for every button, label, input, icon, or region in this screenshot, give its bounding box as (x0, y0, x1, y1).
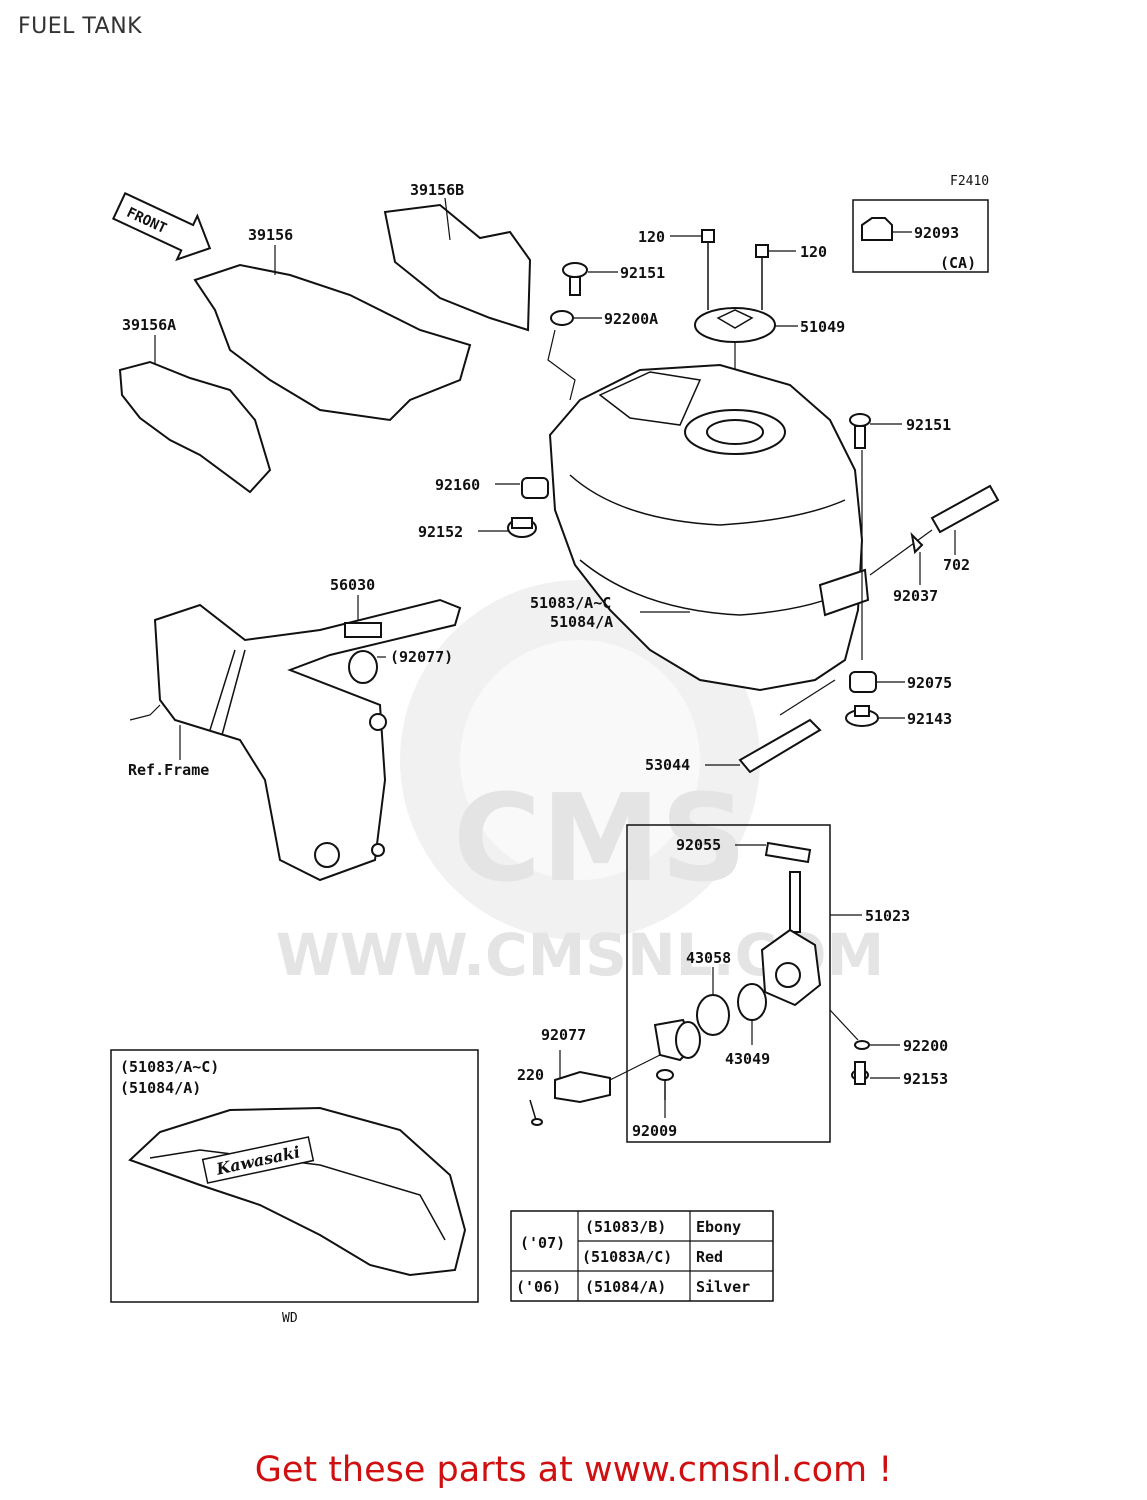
rubber-92075 (849, 671, 905, 693)
table-year-06: ('06) (516, 1278, 561, 1296)
gasket-92055 (735, 841, 812, 864)
label-702: 702 (943, 556, 970, 574)
figure-code: F2410 (950, 174, 989, 189)
label-51023: 51023 (865, 907, 910, 925)
label-39156A: 39156A (122, 316, 176, 334)
inset-caption: WD (282, 1311, 298, 1326)
inset-line-2: (51084/A) (120, 1079, 201, 1097)
watermark: CMS WWW.CMSNL.COM (276, 580, 884, 989)
tank-decal-inset: (51083/A~C) (51084/A) Kawasaki (110, 1049, 479, 1303)
tank-pad-39156 (193, 245, 472, 422)
label-39156: 39156 (248, 226, 293, 244)
fuel-tank-51083 (548, 363, 870, 692)
promo-link[interactable]: Get these parts at www.cmsnl.com ! (254, 1450, 893, 1490)
label-92055: 92055 (676, 836, 721, 854)
label-92009: 92009 (632, 1122, 677, 1140)
label-92143: 92143 (907, 710, 952, 728)
bolt-120-left (670, 229, 715, 310)
label-92153: 92153 (903, 1070, 948, 1088)
label-92037: 92037 (893, 587, 938, 605)
strap-53044 (705, 679, 836, 774)
clamp-92037 (910, 532, 924, 585)
label-120-right: 120 (800, 243, 827, 261)
label-220: 220 (517, 1066, 544, 1084)
frame-ref (129, 598, 462, 882)
bolt-92151-right (849, 413, 902, 660)
label-92093: 92093 (914, 224, 959, 242)
label-92152: 92152 (418, 523, 463, 541)
label-43049: 43049 (725, 1050, 770, 1068)
fuel-cock-box (626, 824, 862, 1143)
label-39156B: 39156B (410, 181, 464, 199)
bolt-92153 (851, 1061, 900, 1085)
table-year-07: ('07) (520, 1234, 565, 1252)
label-ref-frame: Ref.Frame (128, 761, 209, 779)
color-table: ('07) (51083/B) Ebony (51083A/C) Red ('0… (510, 1210, 774, 1302)
gasket-43049 (737, 983, 767, 1045)
label-92200: 92200 (903, 1037, 948, 1055)
label-92151-right: 92151 (906, 416, 951, 434)
table-part-51083B: (51083/B) (585, 1218, 666, 1236)
bolt-120-right (755, 244, 796, 310)
label-92151-upper: 92151 (620, 264, 665, 282)
label-51049: 51049 (800, 318, 845, 336)
label-92160: 92160 (435, 476, 480, 494)
label-53044: 53044 (645, 756, 690, 774)
collar-92143 (845, 705, 905, 727)
label-92075: 92075 (907, 674, 952, 692)
label-43058: 43058 (686, 949, 731, 967)
knee-pad-39156B (383, 197, 532, 332)
table-color-ebony: Ebony (696, 1218, 741, 1236)
screw-92009 (656, 1069, 674, 1118)
table-part-51084A: (51084/A) (585, 1278, 666, 1296)
label-92077-ref: (92077) (390, 648, 453, 666)
page-title: FUEL TANK (18, 14, 143, 39)
table-color-red: Red (696, 1248, 723, 1266)
washer-92200A (547, 310, 602, 401)
screw-220 (529, 1099, 543, 1126)
cap-plate-51049 (694, 307, 798, 420)
bolt-92151-upper (562, 262, 618, 296)
fuel-cock-51023 (760, 871, 822, 1007)
washer-92200 (829, 1009, 900, 1050)
damper-92160 (495, 477, 549, 499)
o-ring-43058 (696, 967, 730, 1036)
label-92093-note: (CA) (940, 254, 976, 272)
lever-92077 (554, 1018, 701, 1104)
label-92077: 92077 (541, 1026, 586, 1044)
cap-nut-92093 (852, 199, 989, 273)
label-51084: 51084/A (550, 613, 613, 631)
inset-line-1: (51083/A~C) (120, 1058, 219, 1076)
watermark-brand: CMS (453, 770, 747, 909)
front-arrow-icon: FRONT (111, 191, 212, 262)
hose-702 (869, 484, 1000, 576)
collar-92152 (478, 517, 537, 538)
bracket-56030 (344, 595, 386, 684)
label-120-left: 120 (638, 228, 665, 246)
table-part-51083AC: (51083A/C) (582, 1248, 672, 1266)
table-color-silver: Silver (696, 1278, 750, 1296)
knee-pad-39156A (118, 335, 272, 494)
label-56030: 56030 (330, 576, 375, 594)
label-92200A: 92200A (604, 310, 658, 328)
label-51083: 51083/A~C (530, 594, 611, 612)
